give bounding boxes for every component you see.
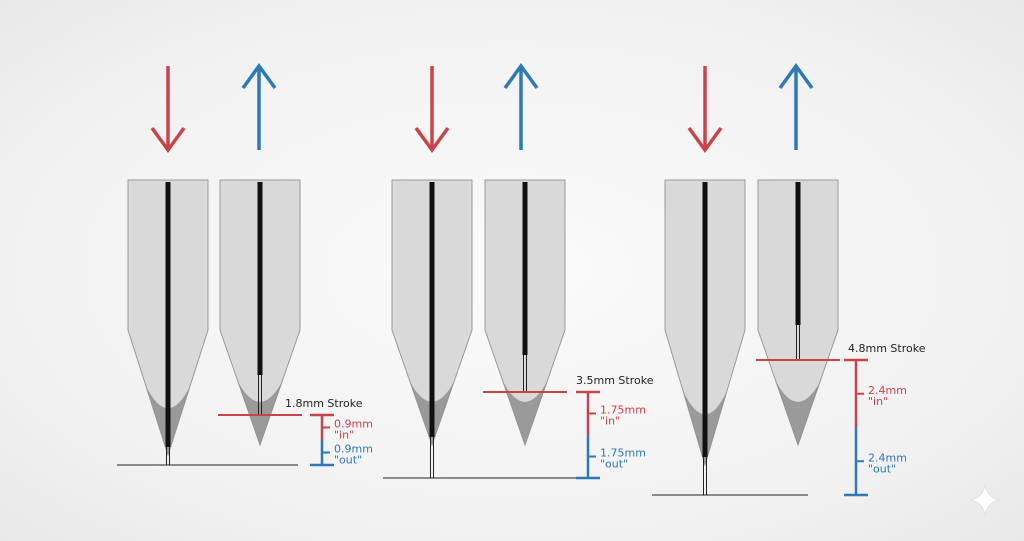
measurement-bracket	[844, 358, 868, 497]
in-label: "in"	[600, 415, 620, 428]
up-arrow-icon	[241, 63, 277, 150]
nib-shade	[238, 381, 282, 445]
out-value: 0.9mm	[334, 443, 373, 456]
up-arrow-icon	[503, 63, 539, 150]
up-arrow-icon	[778, 63, 814, 150]
down-arrow-icon	[414, 66, 450, 153]
stroke-label: 1.8mm Stroke	[285, 397, 363, 410]
stroke-label: 4.8mm Stroke	[848, 342, 926, 355]
down-arrow-icon	[150, 66, 186, 153]
in-value: 2.4mm	[868, 384, 907, 397]
measurement-bracket	[310, 413, 334, 467]
sparkle-icon	[969, 483, 1001, 517]
in-label: "in"	[868, 395, 888, 408]
out-label: "out"	[868, 462, 896, 475]
nib-shade	[503, 381, 547, 445]
out-value: 1.75mm	[600, 447, 646, 460]
out-label: "out"	[600, 458, 628, 471]
in-value: 0.9mm	[334, 418, 373, 431]
out-label: "out"	[334, 454, 362, 467]
in-label: "in"	[334, 429, 354, 442]
out-value: 2.4mm	[868, 451, 907, 464]
measurement-bracket	[576, 390, 600, 480]
in-value: 1.75mm	[600, 404, 646, 417]
nib-shade	[776, 381, 820, 445]
down-arrow-icon	[687, 66, 723, 153]
stroke-label: 3.5mm Stroke	[576, 374, 654, 387]
